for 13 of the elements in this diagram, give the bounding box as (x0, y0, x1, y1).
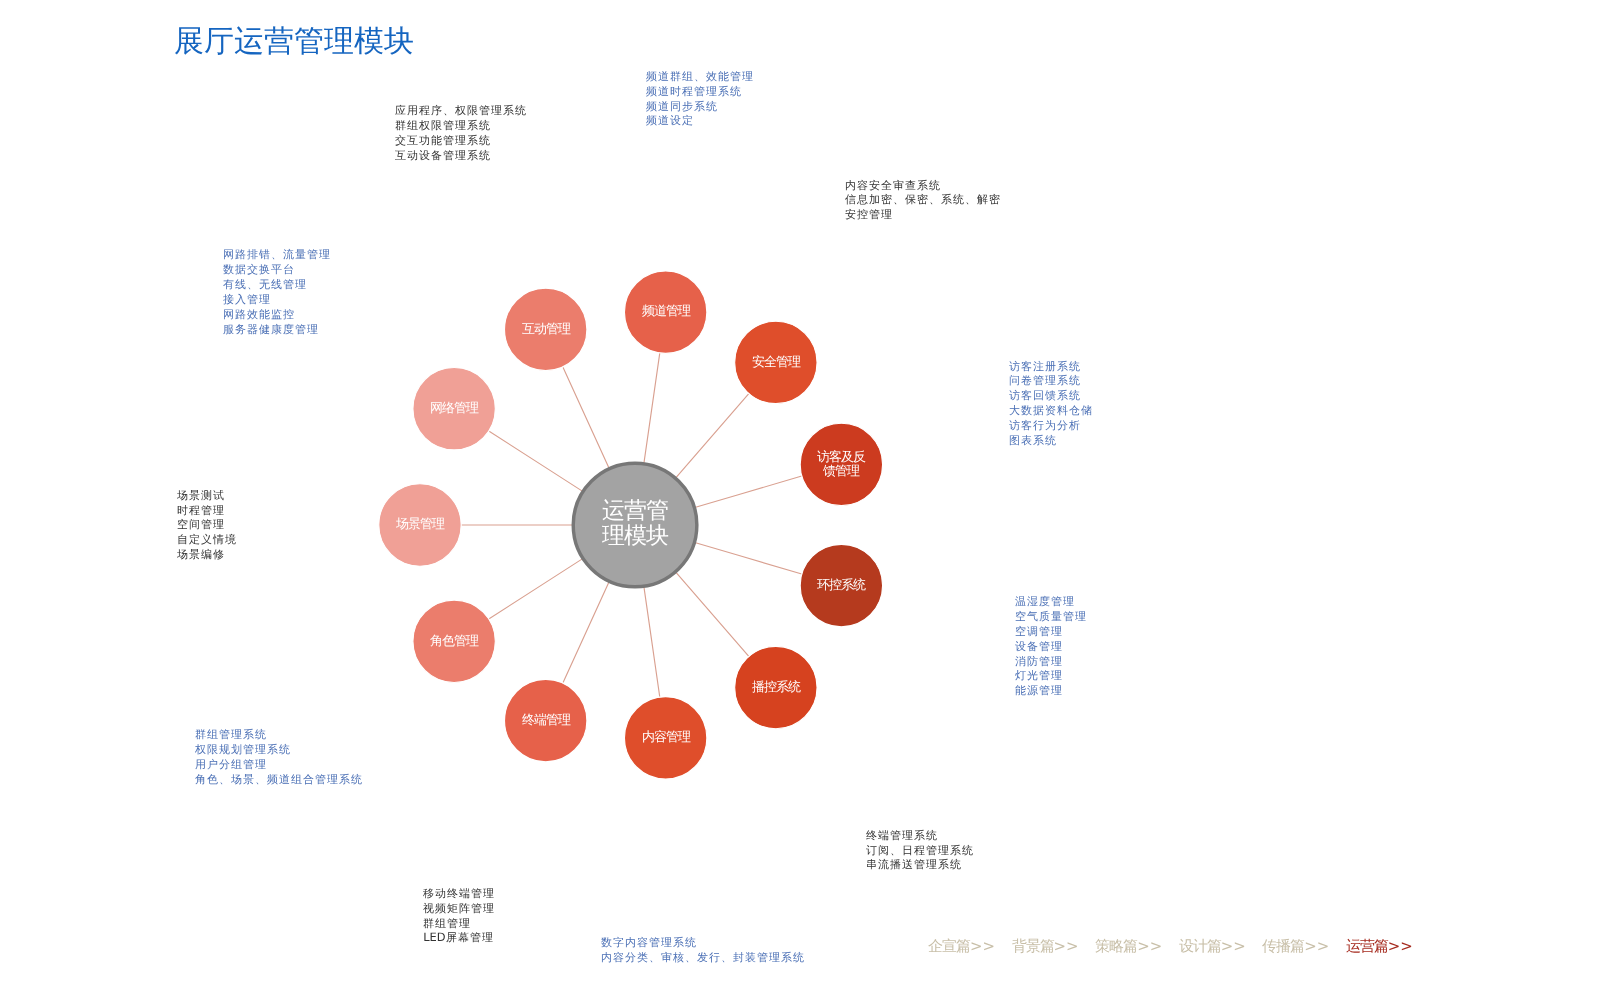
diagram-title: 展厅运营管理模块 (173, 21, 414, 58)
connector (643, 585, 661, 697)
connector (460, 523, 574, 525)
connector (488, 429, 584, 491)
connector (562, 365, 610, 468)
connector (694, 474, 803, 508)
node-circle: 运营管理模块 (571, 460, 699, 588)
connector (643, 351, 661, 463)
connector (488, 557, 584, 619)
connector (675, 570, 750, 656)
connector (562, 580, 610, 683)
connector (675, 392, 750, 478)
connector (694, 540, 803, 574)
